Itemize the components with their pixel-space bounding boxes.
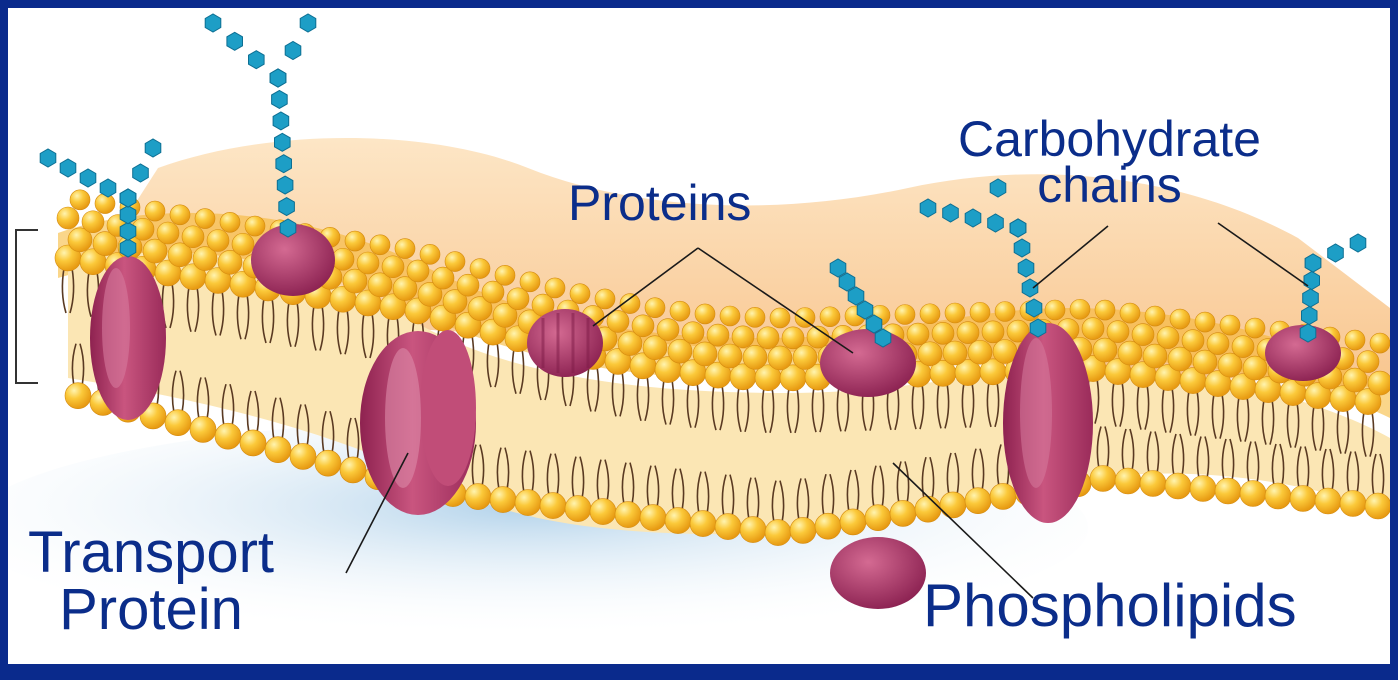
- peripheral-protein-top-left: [251, 224, 335, 296]
- transport-protein-right: [1003, 323, 1093, 523]
- label-transport-line2: Protein: [28, 582, 274, 639]
- diagram-frame: Proteins Carbohydrate chains Transport P…: [8, 8, 1390, 664]
- label-carbohydrate-line2: chains: [958, 162, 1261, 208]
- peripheral-protein-right-of-center: [820, 329, 916, 397]
- label-transport-line1: Transport: [28, 525, 274, 582]
- bilayer-bracket: [16, 230, 38, 383]
- label-phospholipids: Phospholipids: [923, 576, 1297, 636]
- peripheral-protein-center: [527, 309, 603, 377]
- peripheral-protein-bottom: [830, 537, 926, 609]
- transport-protein-center: [360, 330, 476, 515]
- label-carbohydrate-chains: Carbohydrate chains: [958, 116, 1261, 208]
- transport-protein-left: [90, 256, 166, 420]
- label-carbohydrate-line1: Carbohydrate: [958, 116, 1261, 162]
- label-proteins: Proteins: [568, 178, 751, 228]
- label-transport-protein: Transport Protein: [28, 525, 274, 639]
